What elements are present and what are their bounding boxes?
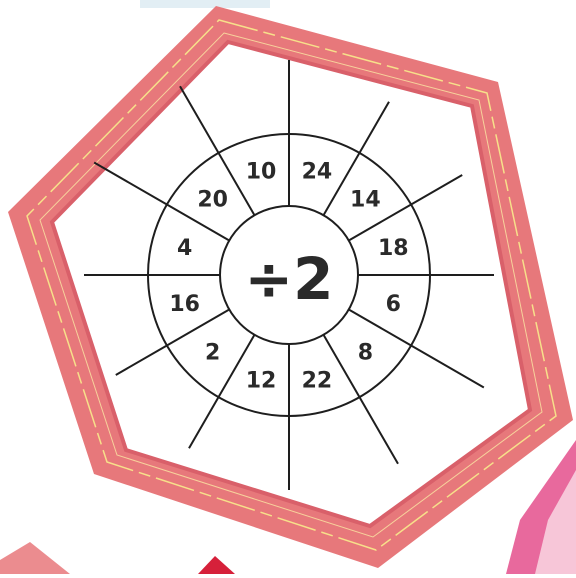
segment-number: 4	[177, 236, 192, 261]
segment-number: 18	[378, 236, 409, 261]
segment-number: 24	[302, 160, 333, 185]
segment-number: 20	[197, 188, 228, 213]
segment-number: 6	[386, 292, 401, 317]
segment-number: 16	[169, 292, 200, 317]
decor-hexagon-fragment	[0, 542, 70, 574]
segment-number: 8	[358, 340, 373, 365]
segment-number: 10	[246, 160, 277, 185]
operator-label: ÷2	[245, 245, 334, 313]
segment-number: 2	[205, 340, 220, 365]
segment-number: 12	[246, 368, 277, 393]
decor-shard-bottom	[198, 556, 235, 574]
decor-top-strip	[140, 0, 270, 8]
segment-number: 14	[350, 188, 381, 213]
segment-number: 22	[302, 368, 333, 393]
